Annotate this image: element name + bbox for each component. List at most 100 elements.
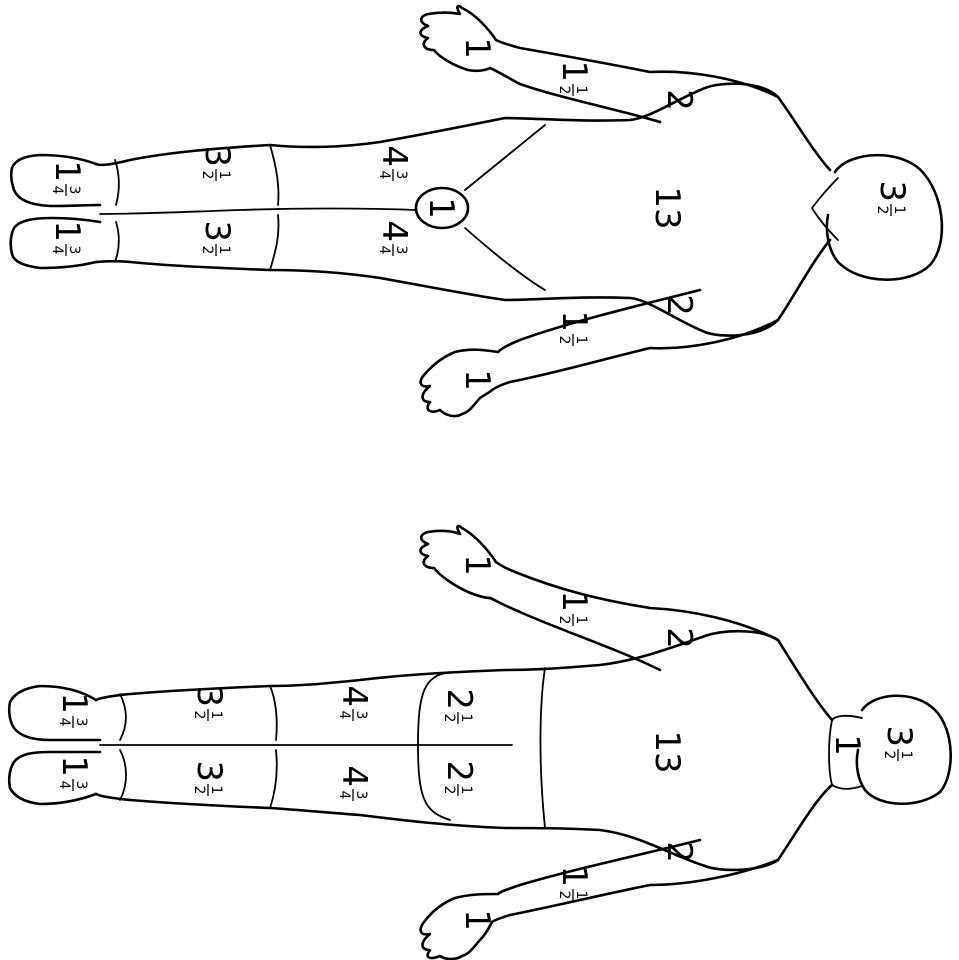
region-value-whole: 13: [647, 730, 687, 773]
bottom-knee-line-lower: [270, 750, 277, 808]
region-value-denominator: 2: [881, 751, 897, 760]
region-value-denominator: 2: [199, 171, 215, 180]
region-value-denominator: 2: [556, 336, 572, 345]
region-value-denominator: 2: [441, 714, 457, 723]
top-figure-hand-left-label: 1: [457, 369, 497, 391]
top-groin-line-lower: [465, 228, 545, 290]
region-value-numerator: 1: [898, 751, 914, 760]
top-groin-line-upper: [465, 125, 545, 190]
region-value-whole: 1: [457, 909, 497, 931]
top-figure-head-label: 312: [872, 180, 912, 216]
region-value-denominator: 4: [336, 711, 352, 720]
bottom-figure-trunk-label: 13: [647, 730, 687, 773]
bottom-figure-buttock-right-label: 212: [439, 688, 479, 724]
region-value-whole: 3: [197, 220, 237, 242]
top-figure-thigh-left-label: 434: [374, 220, 414, 256]
region-value-whole: 1: [421, 197, 461, 219]
region-value-numerator: 3: [66, 186, 82, 195]
region-value-numerator: 3: [66, 246, 82, 255]
top-figure: [11, 6, 942, 416]
region-value-numerator: 3: [393, 171, 409, 180]
top-head-outline: [827, 155, 942, 280]
region-value-denominator: 4: [49, 186, 65, 195]
region-value-whole: 2: [659, 89, 699, 111]
top-ankle-line-upper: [115, 160, 119, 205]
region-value-whole: 2: [659, 627, 699, 649]
region-value-whole: 3: [197, 145, 237, 167]
top-leg-divider: [100, 209, 416, 215]
region-value-whole: 4: [374, 220, 414, 242]
bottom-figure-leg-right-label: 3 12: [189, 685, 229, 721]
top-figure-thigh-right-label: 434: [374, 145, 414, 181]
region-value-numerator: 1: [208, 711, 224, 720]
bottom-figure-upper-arm-left-label: 2: [659, 841, 699, 863]
region-value-whole: 1: [554, 590, 594, 612]
top-figure-foot-right-label: 1 34: [47, 160, 87, 196]
region-value-whole: 1: [457, 369, 497, 391]
region-value-whole: 4: [334, 765, 374, 787]
region-value-whole: 1: [554, 60, 594, 82]
region-value-whole: 2: [439, 760, 479, 782]
region-value-denominator: 4: [56, 781, 72, 790]
region-value-whole: 3: [189, 685, 229, 707]
region-value-whole: 1: [554, 310, 594, 332]
top-figure-genitals-label: 1: [421, 197, 461, 219]
region-value-numerator: 3: [353, 711, 369, 720]
bottom-figure-forearm-right-label: 112: [554, 590, 594, 626]
top-arm-upper-outline: [496, 40, 778, 97]
bottom-arm-upper-outline: [496, 562, 778, 640]
top-figure-trunk-label: 13: [647, 186, 687, 229]
top-figure-leg-left-label: 3 12: [197, 220, 237, 256]
bottom-figure-buttock-left-label: 212: [439, 760, 479, 796]
bottom-figure-forearm-left-label: 112: [554, 865, 594, 901]
top-face-outline: [812, 178, 838, 240]
region-value-denominator: 2: [441, 786, 457, 795]
bottom-figure-neck-label: 1: [827, 734, 867, 756]
region-value-denominator: 4: [49, 246, 65, 255]
region-value-whole: 1: [54, 755, 94, 777]
region-value-whole: 2: [659, 841, 699, 863]
region-value-whole: 2: [439, 688, 479, 710]
region-value-denominator: 2: [556, 616, 572, 625]
top-figure-forearm-left-label: 112: [554, 310, 594, 346]
bottom-figure-hand-right-label: 1: [457, 554, 497, 576]
bottom-figure-upper-arm-right-label: 2: [659, 627, 699, 649]
region-value-numerator: 3: [393, 246, 409, 255]
region-value-whole: 1: [54, 692, 94, 714]
region-value-whole: 4: [374, 145, 414, 167]
top-arm-lower-outline: [492, 320, 778, 390]
region-value-whole: 1: [47, 220, 87, 242]
region-value-numerator: 3: [73, 781, 89, 790]
region-value-denominator: 2: [556, 86, 572, 95]
top-figure-upper-arm-left-label: 2: [659, 294, 699, 316]
bottom-ankle-line-lower: [120, 750, 126, 800]
top-ankle-line-lower: [115, 222, 119, 262]
top-figure-forearm-right-label: 112: [554, 60, 594, 96]
region-labels: 3121312211211211434434312312134134312113…: [47, 37, 919, 931]
region-value-numerator: 1: [573, 86, 589, 95]
region-value-numerator: 3: [353, 791, 369, 800]
region-value-denominator: 4: [376, 171, 392, 180]
bottom-figure-thigh-right-label: 434: [334, 685, 374, 721]
bottom-figure-hand-left-label: 1: [457, 909, 497, 931]
region-value-whole: 1: [827, 734, 867, 756]
bottom-figure: [9, 526, 950, 959]
region-value-denominator: 2: [556, 891, 572, 900]
region-value-whole: 13: [647, 186, 687, 229]
region-value-numerator: 1: [573, 891, 589, 900]
region-value-numerator: 1: [458, 786, 474, 795]
region-value-denominator: 2: [191, 786, 207, 795]
bottom-figure-leg-left-label: 312: [189, 760, 229, 796]
bottom-ankle-line-upper: [120, 694, 126, 740]
region-value-numerator: 1: [216, 171, 232, 180]
region-value-denominator: 2: [199, 246, 215, 255]
region-value-numerator: 1: [216, 246, 232, 255]
top-figure-hand-right-label: 1: [457, 37, 497, 59]
bottom-figure-head-label: 312: [879, 725, 919, 761]
region-value-whole: 3: [189, 760, 229, 782]
region-value-whole: 1: [457, 37, 497, 59]
region-value-denominator: 2: [191, 711, 207, 720]
region-value-whole: 1: [47, 160, 87, 182]
top-figure-upper-arm-right-label: 2: [659, 89, 699, 111]
